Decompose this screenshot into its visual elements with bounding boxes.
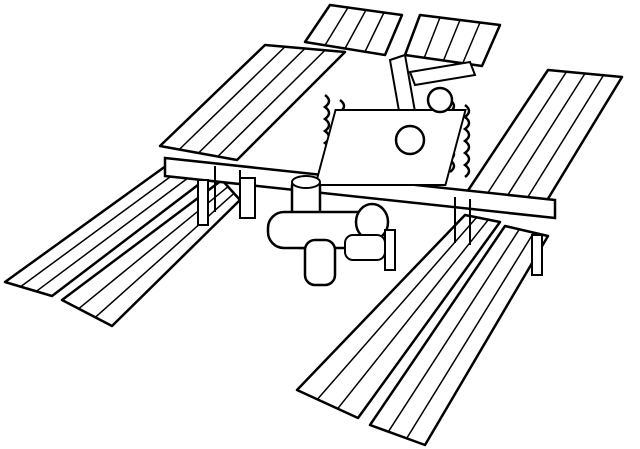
arm bbox=[408, 60, 477, 87]
module-block bbox=[314, 109, 467, 186]
panel-stripe bbox=[35, 168, 201, 292]
station-modules bbox=[197, 86, 543, 287]
panel-stripe bbox=[483, 71, 568, 199]
module-cylinder bbox=[303, 238, 337, 287]
panel-stripe bbox=[503, 73, 586, 202]
module-end bbox=[291, 175, 321, 189]
node bbox=[394, 124, 426, 156]
panel-stripe bbox=[337, 219, 489, 410]
panel-stripe bbox=[324, 7, 349, 46]
panel-stripe bbox=[94, 192, 235, 318]
panel-stripe bbox=[406, 232, 535, 439]
panel-stripe bbox=[462, 22, 481, 64]
panel-stripe bbox=[20, 165, 186, 288]
panel-base bbox=[197, 179, 209, 226]
panel-stripe bbox=[178, 46, 286, 151]
radiator-stack bbox=[384, 229, 396, 271]
panel-stripe bbox=[344, 9, 367, 49]
solar-panel bbox=[303, 3, 404, 57]
panel-stripe bbox=[387, 228, 520, 433]
radiator bbox=[462, 104, 471, 178]
solar-panel bbox=[403, 13, 502, 68]
radiator-stack bbox=[239, 177, 256, 219]
panel-stripe bbox=[423, 17, 441, 59]
panel-stripe bbox=[316, 216, 478, 400]
panel-base bbox=[531, 234, 543, 276]
panel-stripe bbox=[217, 49, 326, 158]
panel-stripe bbox=[197, 47, 306, 154]
panel-stripe bbox=[522, 74, 605, 205]
node bbox=[426, 86, 454, 114]
panel-stripe bbox=[442, 19, 461, 61]
solar-panel bbox=[158, 43, 347, 162]
module-cylinder bbox=[344, 234, 386, 261]
panel-stripe bbox=[364, 12, 385, 53]
